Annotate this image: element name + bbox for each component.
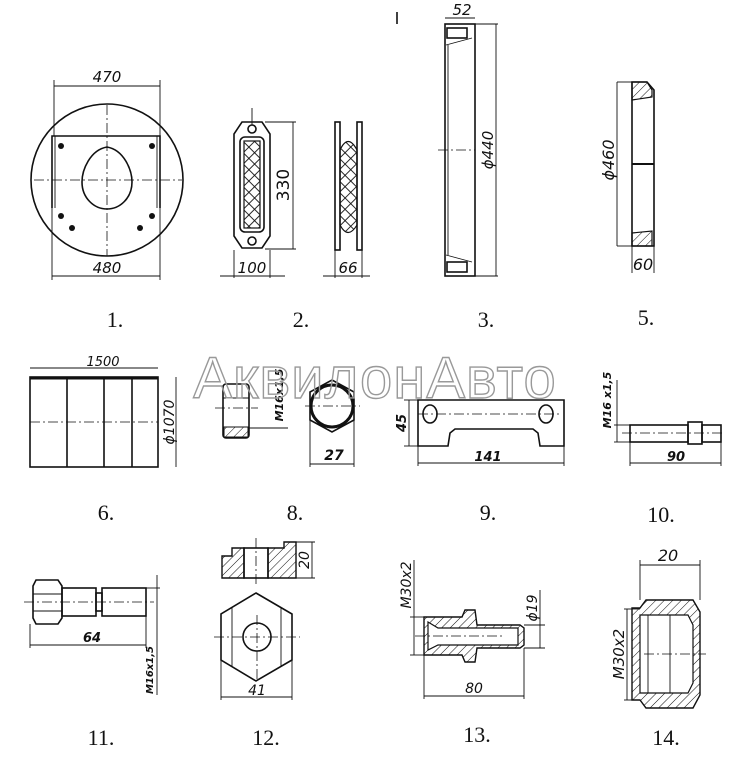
- part-number-2: 2.: [293, 307, 310, 332]
- dimension-480: 480: [93, 259, 122, 277]
- part-number-12: 12.: [252, 725, 280, 750]
- dimension-20: 20: [658, 546, 678, 565]
- dimension-330: 330: [274, 169, 294, 201]
- part-3-ring: 52 ϕ440 3.: [438, 1, 498, 332]
- part-number-10: 10.: [647, 502, 675, 527]
- dimension-64: 64: [83, 631, 101, 646]
- dimension-100: 100: [238, 259, 267, 277]
- dimension-thread-m30: M30x2: [399, 561, 415, 608]
- dimension-470: 470: [93, 68, 122, 86]
- dimension-thread-m16: M16x1,5: [145, 646, 156, 694]
- part-number-1: 1.: [107, 307, 124, 332]
- part-8-nut: M16x1,5 27 8.: [215, 368, 360, 525]
- dimension-thread-m16: M16 x1,5: [601, 371, 614, 428]
- dimension-90: 90: [667, 450, 685, 465]
- part-11-bolt: 64 M16x1,5 11.: [24, 575, 160, 750]
- part-9-plate: 45 141 9.: [395, 399, 565, 525]
- part-number-13: 13.: [463, 722, 491, 747]
- part-2-rubber-block: 330 100 66 2.: [220, 108, 370, 332]
- part-12-hex-nut: 20 41 12.: [214, 538, 315, 750]
- dimension-27: 27: [324, 448, 344, 464]
- dimension-20: 20: [297, 551, 313, 569]
- dimension-80: 80: [465, 681, 483, 697]
- dimension-141: 141: [474, 450, 501, 465]
- dimension-52: 52: [452, 1, 471, 19]
- part-13-fitting: M30x2 ϕ19 80 13.: [399, 560, 545, 747]
- part-number-14: 14.: [652, 725, 680, 750]
- part-number-11: 11.: [88, 725, 115, 750]
- dimension-66: 66: [338, 259, 357, 277]
- dimension-diameter-19: ϕ19: [525, 594, 541, 621]
- part-10-stud: M16 x1,5 90 10.: [601, 371, 725, 527]
- part-number-9: 9.: [480, 500, 497, 525]
- part-6-drum: 1500 ϕ1070 6.: [29, 355, 178, 525]
- dimension-diameter-460: ϕ460: [599, 139, 618, 180]
- part-14-cap-nut: 20 M30x2 14.: [610, 546, 706, 750]
- dimension-diameter-1070: ϕ1070: [162, 399, 178, 444]
- dimension-diameter-440: ϕ440: [479, 131, 497, 170]
- part-1-disc: 470 480 1.: [30, 68, 184, 332]
- dimension-60: 60: [633, 255, 653, 274]
- part-number-6: 6.: [98, 500, 115, 525]
- dimension-45: 45: [395, 414, 410, 433]
- part-number-5: 5.: [638, 305, 655, 330]
- part-number-8: 8.: [287, 500, 304, 525]
- part-5-ring: ϕ460 60 5.: [599, 81, 655, 330]
- watermark-logo: АквилонАвто: [193, 346, 556, 411]
- part-number-3: 3.: [478, 307, 495, 332]
- dimension-1500: 1500: [86, 355, 119, 370]
- dimension-thread-m30: M30x2: [610, 629, 628, 679]
- dimension-41: 41: [248, 683, 266, 699]
- dimension-thread-m16: M16x1,5: [273, 368, 286, 421]
